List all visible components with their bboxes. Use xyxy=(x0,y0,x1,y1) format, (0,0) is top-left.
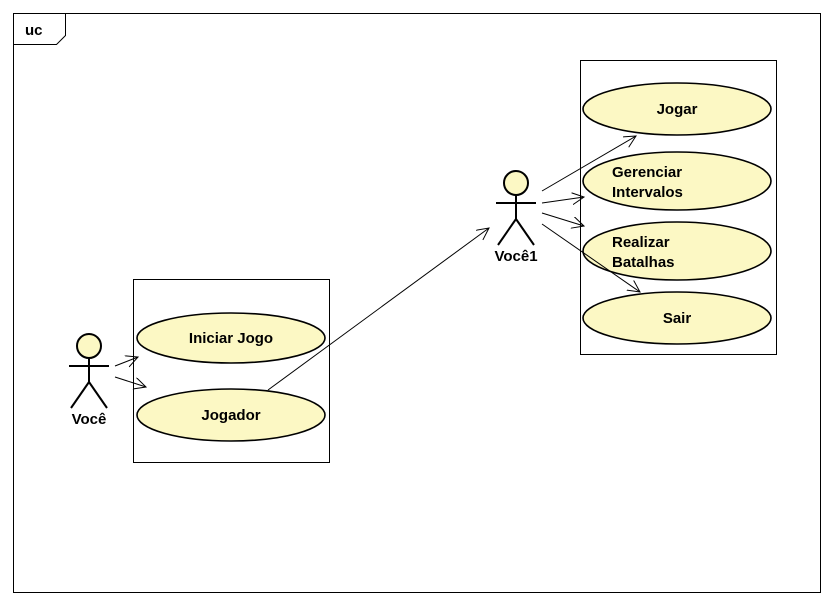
use-case-label: Iniciar Jogo xyxy=(189,330,273,347)
association-voce1-jogar xyxy=(541,136,636,192)
association-voce1-gerenciar xyxy=(541,197,584,203)
actor-label: Você1 xyxy=(494,248,537,265)
use-case-iniciar-jogo[interactable]: Iniciar Jogo xyxy=(136,312,326,364)
use-case-realizar-batalhas[interactable]: Realizar Batalhas xyxy=(582,221,772,281)
actor-head xyxy=(76,333,102,359)
actor-right-leg xyxy=(88,381,108,409)
association-voce-jogador xyxy=(114,376,146,387)
actor-label: Você xyxy=(72,411,107,428)
frame-tag: uc xyxy=(25,22,43,39)
association-jogador-voce1 xyxy=(267,228,489,391)
use-case-label-line1: Realizar xyxy=(612,234,670,251)
actor-voce1[interactable]: Você1 xyxy=(494,170,538,265)
actor-right-leg xyxy=(515,218,535,246)
actor-voce[interactable]: Você xyxy=(69,333,109,428)
association-voce-iniciar-jogo xyxy=(114,357,138,366)
use-case-jogar[interactable]: Jogar xyxy=(582,82,772,136)
actor-head xyxy=(503,170,529,196)
use-case-gerenciar-intervalos[interactable]: Gerenciar Intervalos xyxy=(582,151,772,211)
association-voce1-sair xyxy=(541,223,640,292)
actor-left-leg xyxy=(70,381,90,409)
association-voce1-realizar xyxy=(541,212,584,226)
actor-left-leg xyxy=(497,218,517,246)
use-case-label-line1: Gerenciar xyxy=(612,164,682,181)
use-case-sair[interactable]: Sair xyxy=(582,291,772,345)
frame-tag-box xyxy=(13,13,66,45)
use-case-label-line2: Batalhas xyxy=(612,254,675,271)
use-case-label: Jogar xyxy=(657,101,698,118)
use-case-label: Jogador xyxy=(201,407,260,424)
use-case-label-line2: Intervalos xyxy=(612,184,683,201)
use-case-jogador[interactable]: Jogador xyxy=(136,388,326,442)
use-case-label: Sair xyxy=(663,310,692,327)
